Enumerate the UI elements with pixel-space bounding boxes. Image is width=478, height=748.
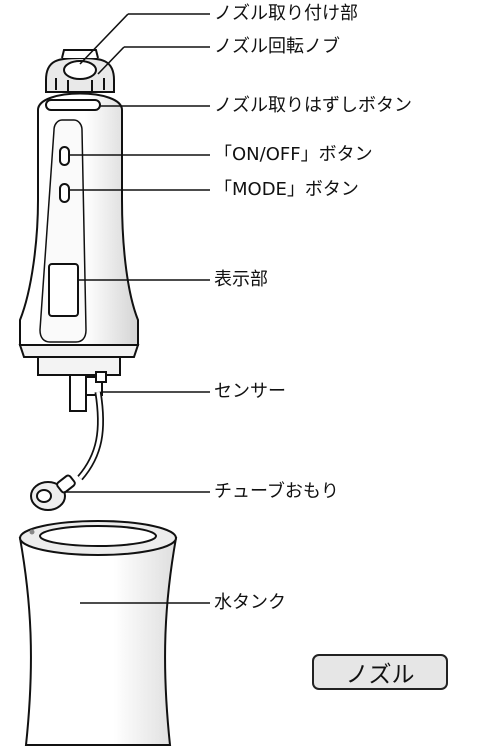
mode-button-label: 「MODE」ボタン [214, 179, 359, 200]
mode-button[interactable] [59, 183, 70, 203]
onoff-button[interactable] [59, 146, 70, 166]
nozzle-mount-label: ノズル取り付け部 [214, 3, 358, 24]
sensor-label: センサー [214, 381, 286, 402]
tube-weight-label: チューブおもり [214, 481, 339, 502]
nozzle-cap [45, 49, 115, 93]
water-tank-label: 水タンク [214, 592, 286, 613]
tube [30, 391, 105, 511]
tube-weight [30, 474, 76, 511]
nozzle-release-button[interactable] [45, 99, 101, 111]
nozzle-rotate-knob-label: ノズル回転ノブ [214, 36, 340, 57]
onoff-button-label: 「ON/OFF」ボタン [214, 144, 373, 165]
nozzle-release-button-label: ノズル取りはずしボタン [214, 95, 412, 116]
handle-body [18, 92, 140, 358]
display-window [48, 263, 79, 317]
sensor-unit [37, 356, 121, 412]
nozzle-tab-button[interactable]: ノズル [312, 654, 448, 690]
display-label: 表示部 [214, 269, 268, 290]
leader-lines [64, 13, 210, 604]
water-tank-body [18, 520, 178, 746]
